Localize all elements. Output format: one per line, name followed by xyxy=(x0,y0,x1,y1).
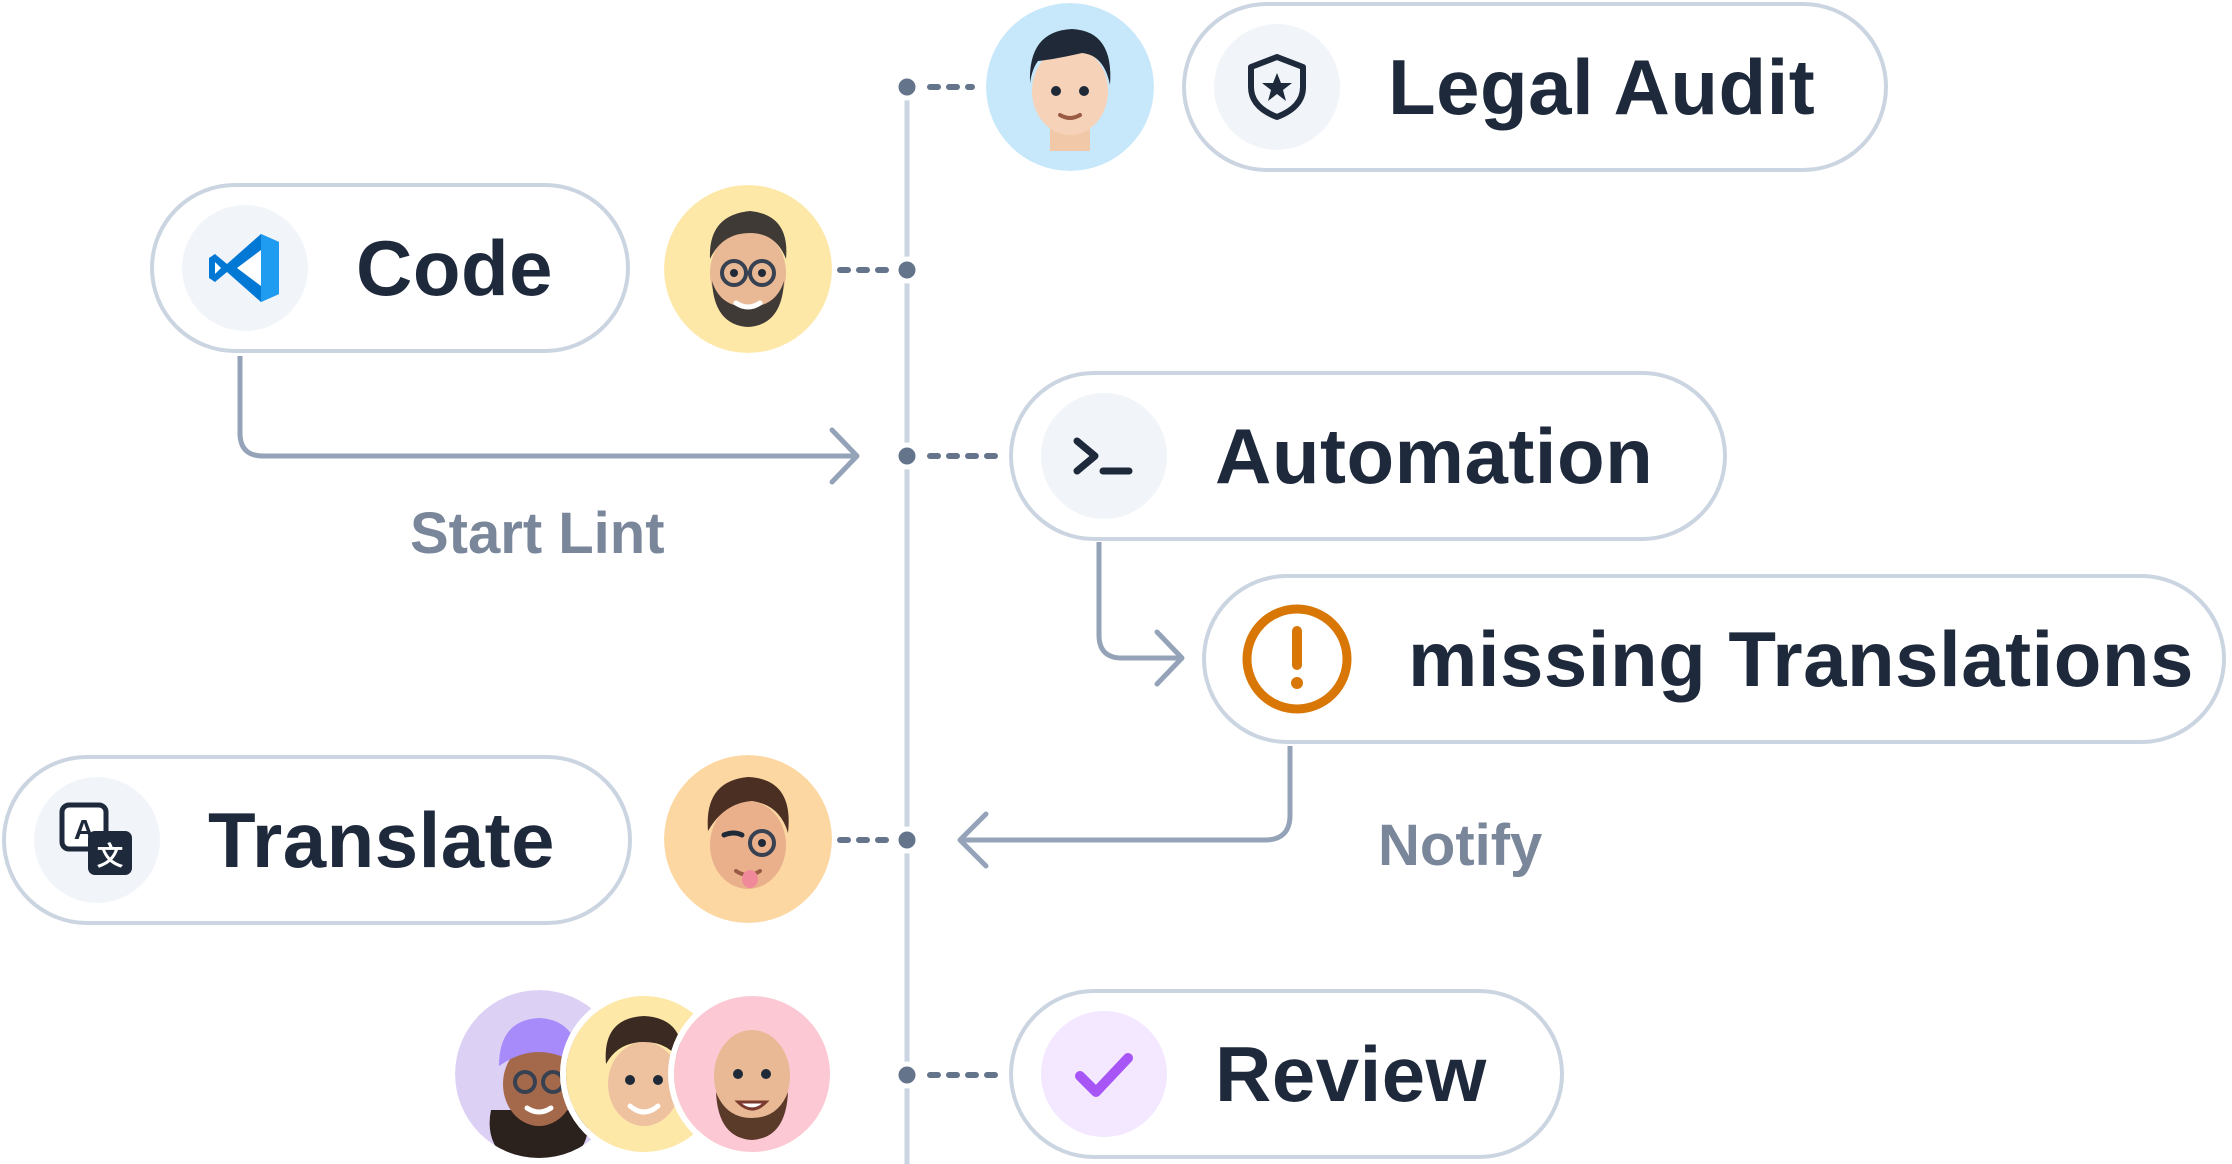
notify-connector xyxy=(962,746,1293,843)
avatar-translate xyxy=(664,755,832,923)
avatar-code xyxy=(664,185,832,353)
translate-icon: A 文 xyxy=(34,777,160,903)
node-label-legal-audit: Legal Audit xyxy=(1388,42,1816,131)
node-label-translate: Translate xyxy=(208,795,556,884)
memoji-avatar-icon xyxy=(674,996,830,1152)
vscode-icon xyxy=(182,205,308,331)
node-automation[interactable]: Automation xyxy=(1009,371,1727,541)
node-legal-audit[interactable]: Legal Audit xyxy=(1182,2,1888,172)
avatar-legal xyxy=(986,3,1154,171)
node-review[interactable]: Review xyxy=(1009,989,1564,1159)
timeline-dot-review xyxy=(893,1061,921,1089)
memoji-avatar-icon xyxy=(986,3,1154,171)
memoji-avatar-icon xyxy=(664,185,832,353)
node-label-missing-translations: missing Translations xyxy=(1408,614,2194,703)
terminal-icon xyxy=(1041,393,1167,519)
edge-label-notify: Notify xyxy=(1378,813,1543,878)
automation-to-warning-connector xyxy=(1096,542,1180,661)
timeline-dot-legal xyxy=(893,73,921,101)
node-label-code: Code xyxy=(356,223,553,312)
notify-arrowhead xyxy=(957,811,989,869)
start-lint-arrowhead xyxy=(829,427,860,485)
node-translate[interactable]: A 文 Translate xyxy=(2,755,632,925)
node-missing-translations[interactable]: missing Translations xyxy=(1202,574,2226,744)
edge-label-start-lint: Start Lint xyxy=(410,501,665,566)
node-label-automation: Automation xyxy=(1215,411,1654,500)
timeline-dot-automation xyxy=(893,442,921,470)
warning-circle-icon xyxy=(1234,596,1360,722)
node-label-review: Review xyxy=(1215,1029,1487,1118)
timeline-dot-code xyxy=(893,256,921,284)
memoji-avatar-icon xyxy=(664,755,832,923)
node-code[interactable]: Code xyxy=(150,183,630,353)
svg-text:文: 文 xyxy=(97,841,124,872)
shield-star-icon xyxy=(1214,24,1340,150)
timeline-dot-translate xyxy=(893,826,921,854)
start-lint-connector xyxy=(237,356,855,459)
avatar-review-3 xyxy=(668,990,836,1158)
check-icon xyxy=(1041,1011,1167,1137)
warning-arrowhead xyxy=(1154,629,1185,687)
